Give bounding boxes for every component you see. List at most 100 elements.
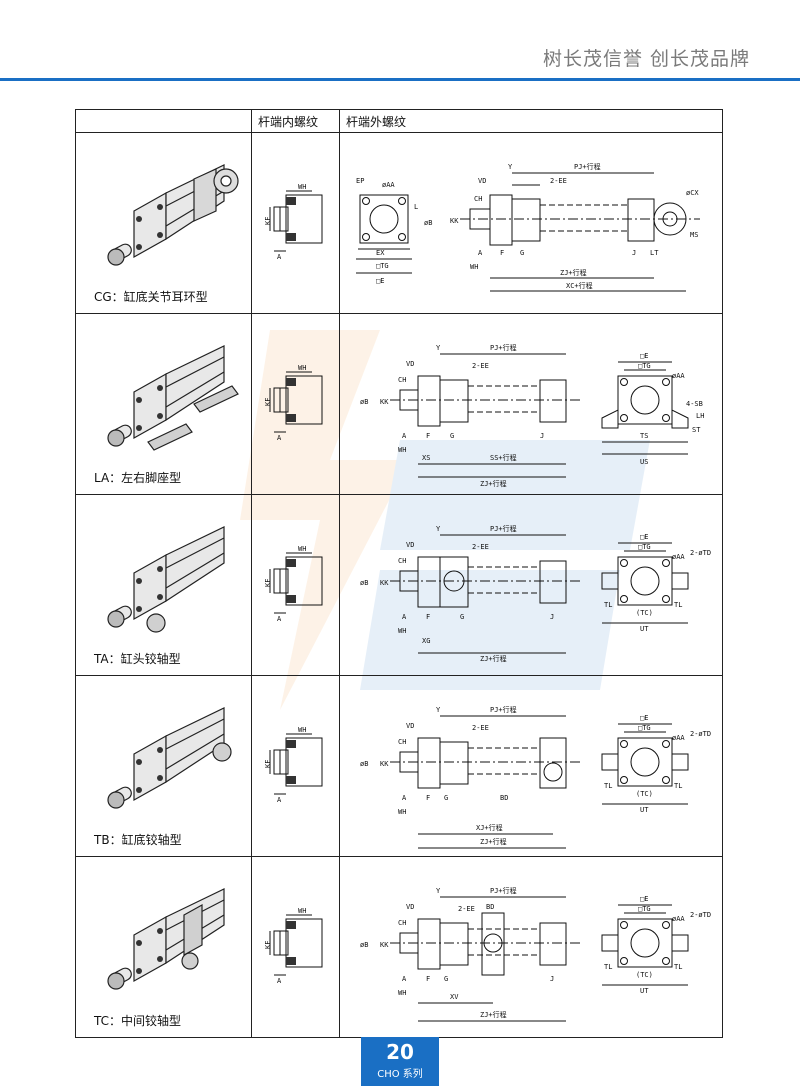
tb-inner-thread-drawing: WH KF A <box>264 726 323 804</box>
dim-label: A <box>277 977 282 985</box>
tb-cylinder-illustration <box>107 707 232 809</box>
dim-label: KK <box>380 760 389 768</box>
cg-outer-thread-drawing: EP øAA EX □TG □E L øB Y PJ+行程 VD 2-EE CH… <box>356 162 700 292</box>
dim-label: □TG <box>376 262 389 270</box>
dim-label: VD <box>406 722 414 730</box>
dim-label: VD <box>406 360 414 368</box>
dim-label: øAA <box>672 734 685 742</box>
dim-label: 2-øTD <box>690 730 711 738</box>
dim-label: A <box>402 794 407 802</box>
dim-label: ZJ+行程 <box>480 1010 507 1019</box>
dim-label: Y <box>436 525 441 533</box>
dim-label: EX <box>376 249 385 257</box>
dim-label: øAA <box>382 181 395 189</box>
dim-label: KK <box>380 579 389 587</box>
dim-label: WH <box>398 808 406 816</box>
dim-label: WH <box>298 364 306 372</box>
dim-label: KK <box>380 941 389 949</box>
dim-label: A <box>402 613 407 621</box>
dim-label: VD <box>478 177 486 185</box>
la-inner-thread-drawing: WH KF A <box>264 364 323 442</box>
dim-label: 2-EE <box>472 543 489 551</box>
dim-label: TL <box>674 601 682 609</box>
dim-label: 2-EE <box>472 362 489 370</box>
ta-cylinder-illustration <box>107 526 225 633</box>
dim-label: G <box>450 432 454 440</box>
tc-cylinder-illustration <box>107 888 225 990</box>
dim-label: TL <box>604 963 612 971</box>
inner-thread-cell: WH KF A <box>251 313 340 495</box>
dim-label: Y <box>436 706 441 714</box>
inner-thread-cell: WH KF A <box>251 494 340 676</box>
dim-label: ZJ+行程 <box>560 268 587 277</box>
dim-label: WH <box>398 446 406 454</box>
column-header-inner-thread: 杆端内螺纹 <box>251 109 340 133</box>
dim-label: Y <box>508 163 513 171</box>
dim-label: øB <box>360 398 368 406</box>
dim-label: G <box>444 975 448 983</box>
dim-label: WH <box>298 183 306 191</box>
table-row: CG：缸底关节耳环型 WH KF A <box>75 132 723 314</box>
table-row: TC：中间铰轴型 WH KF A <box>75 856 723 1038</box>
dim-label: □TG <box>638 543 651 551</box>
dim-label: A <box>277 615 282 623</box>
dim-label: CH <box>398 919 406 927</box>
dim-label: XJ+行程 <box>476 823 503 832</box>
dim-label: 2-EE <box>550 177 567 185</box>
dim-label: KF <box>264 579 272 587</box>
dim-label: (TC) <box>636 609 653 617</box>
dim-label: ZJ+行程 <box>480 837 507 846</box>
ta-outer-thread-drawing: Y PJ+行程 VD 2-EE CH øB KK A F G J WH XG Z… <box>360 524 711 663</box>
model-label-tc: TC：中间铰轴型 <box>94 1014 182 1028</box>
dim-label: F <box>426 794 430 802</box>
model-label-la: LA：左右脚座型 <box>94 471 182 485</box>
dim-label: F <box>426 975 430 983</box>
dim-label: □E <box>640 895 648 903</box>
dim-label: LH <box>696 412 704 420</box>
dim-label: KF <box>264 217 272 225</box>
table-row: TA：缸头铰轴型 WH KF A <box>75 494 723 676</box>
dim-label: PJ+行程 <box>490 886 517 895</box>
dim-label: PJ+行程 <box>574 162 601 171</box>
dim-label: CH <box>398 376 406 384</box>
dim-label: KK <box>450 217 459 225</box>
dim-label: BD <box>486 903 494 911</box>
dim-label: TS <box>640 432 648 440</box>
dim-label: XS <box>422 454 430 462</box>
inner-thread-cell: WH KF A <box>251 132 340 314</box>
dim-label: G <box>520 249 524 257</box>
dim-label: □E <box>376 277 384 285</box>
dim-label: SS+行程 <box>490 453 517 462</box>
dim-label: F <box>500 249 504 257</box>
dim-label: KF <box>264 398 272 406</box>
dim-label: CH <box>398 738 406 746</box>
dim-label: BD <box>500 794 508 802</box>
dim-label: øAA <box>672 372 685 380</box>
dim-label: MS <box>690 231 698 239</box>
dim-label: Y <box>436 887 441 895</box>
dim-label: □TG <box>638 362 651 370</box>
outer-thread-cell: Y PJ+行程 VD 2-EE CH øB KK A F G J WH XS S… <box>339 313 723 495</box>
header-rule <box>0 78 800 81</box>
dim-label: øAA <box>672 915 685 923</box>
dim-label: A <box>478 249 483 257</box>
la-cylinder-illustration <box>107 345 239 451</box>
dim-label: PJ+行程 <box>490 343 517 352</box>
dim-label: □E <box>640 533 648 541</box>
dim-label: □TG <box>638 905 651 913</box>
dim-label: WH <box>398 627 406 635</box>
dim-label: (TC) <box>636 971 653 979</box>
dim-label: □E <box>640 352 648 360</box>
tc-inner-thread-drawing: WH KF A <box>264 907 323 985</box>
dim-label: □E <box>640 714 648 722</box>
dim-label: PJ+行程 <box>490 524 517 533</box>
dim-label: (TC) <box>636 790 653 798</box>
page-number: 20 <box>386 1040 414 1064</box>
dim-label: WH <box>298 907 306 915</box>
header-slogan: 树长茂信誉 创长茂品牌 <box>542 48 750 70</box>
la-outer-thread-drawing: Y PJ+行程 VD 2-EE CH øB KK A F G J WH XS S… <box>360 343 704 488</box>
dim-label: UT <box>640 625 649 633</box>
dim-label: L <box>414 203 418 211</box>
model-label-tb: TB：缸底铰轴型 <box>94 833 182 847</box>
dim-label: XV <box>450 993 459 1001</box>
